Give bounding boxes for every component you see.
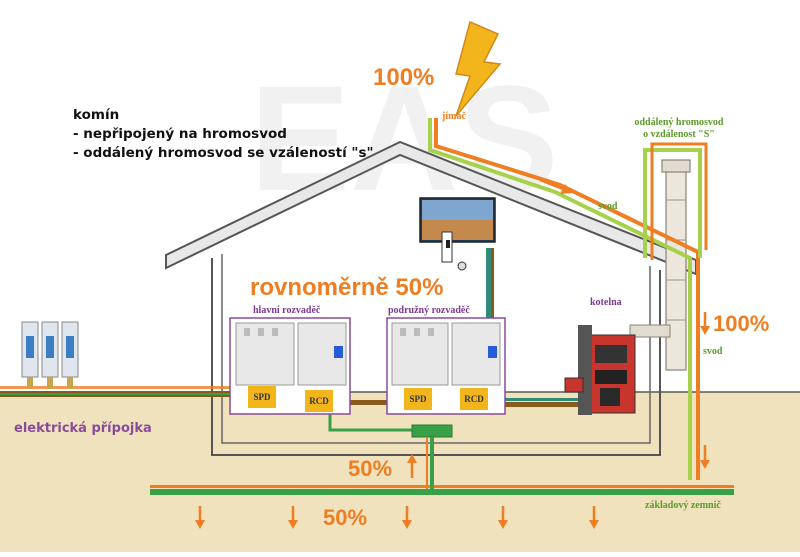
note-title: komín <box>73 107 120 123</box>
note-line-2: - oddálený hromosvod se vzáleností "s" <box>73 145 374 161</box>
rcd-main: RCD <box>305 390 333 412</box>
house-inner-walls <box>221 254 651 444</box>
svod-top-label: svod <box>598 201 618 212</box>
rcd-sub: RCD <box>460 388 488 410</box>
spd-main: SPD <box>248 386 276 408</box>
sub-board-devices <box>391 322 501 386</box>
sub-board-label: podružný rozvaděč <box>388 305 470 316</box>
separated-label-1: oddálený hromosvod <box>634 117 724 128</box>
house-walls <box>211 258 661 456</box>
lightning-bolt-icon <box>455 20 502 117</box>
ground-area <box>0 392 800 552</box>
strike-percent: 100% <box>373 64 435 91</box>
conductor-orange <box>434 118 700 480</box>
wiring-board-link <box>350 400 390 405</box>
foundation-earth-label: základový zemnič <box>645 500 721 511</box>
foundation-earth-orange <box>150 485 734 488</box>
svod-right-label: svod <box>703 346 723 357</box>
main-board-devices <box>235 322 347 386</box>
separated-green <box>643 148 702 258</box>
roof-arrow-head <box>560 184 573 194</box>
ground-percent: 50% <box>323 505 368 530</box>
separated-orange <box>650 142 708 260</box>
main-board-label: hlavní rozvaděč <box>253 305 321 316</box>
even-split-label: rovnoměrně 50% <box>250 274 444 301</box>
chimney-note: komín - nepřipojený na hromosvod - oddál… <box>73 106 374 163</box>
spd-sub: SPD <box>404 388 432 410</box>
conductor-green <box>428 118 692 480</box>
foundation-earth-bar <box>150 489 734 495</box>
service-line-orange <box>0 386 235 389</box>
fuse-icons <box>21 321 79 389</box>
right-percent: 100% <box>713 311 770 336</box>
chimney <box>629 159 691 371</box>
wiring-boiler-link <box>505 402 585 407</box>
note-line-1: - nepřipojený na hromosvod <box>73 126 287 142</box>
boiler-icon <box>564 325 636 415</box>
equipotential-bar <box>411 424 453 438</box>
jimac-label: jímač <box>442 111 466 122</box>
connection-label: elektrická přípojka <box>14 421 152 436</box>
tv-icon <box>419 197 496 271</box>
separated-label-2: o vzdálenost "S" <box>643 129 715 140</box>
kotelna-label: kotelna <box>590 297 622 308</box>
current-arrows <box>195 312 710 529</box>
tv-wire <box>486 248 491 318</box>
up-percent: 50% <box>348 456 393 481</box>
